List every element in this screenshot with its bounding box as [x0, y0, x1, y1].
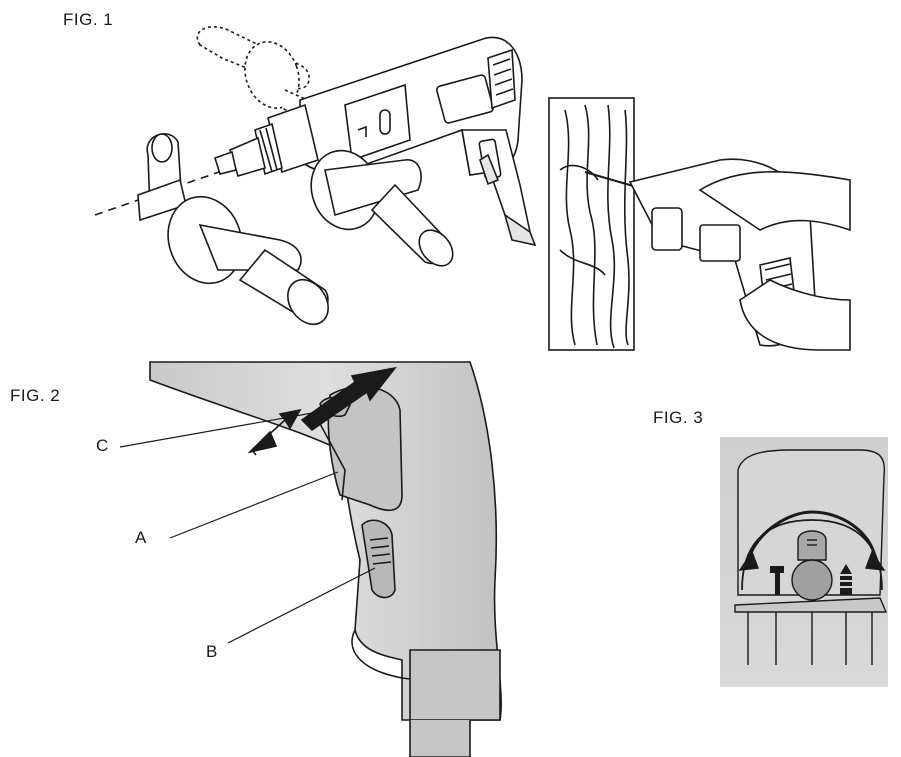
fig2-grip-closeup — [119, 361, 502, 757]
fig1-side-handle-loose — [167, 195, 329, 326]
fig1-depth-stop — [137, 133, 187, 222]
fig3-label: FIG. 3 — [653, 408, 704, 427]
fig2-label: FIG. 2 — [10, 386, 61, 405]
drill-bit-icon — [840, 564, 852, 595]
selector-scale-lines — [747, 612, 873, 665]
drill-housing — [149, 361, 502, 721]
leader-a — [169, 471, 339, 539]
fig3-mode-selector — [720, 437, 888, 687]
leader-b — [227, 567, 376, 644]
grip-base — [409, 649, 501, 721]
fig1-drill-assembly — [94, 26, 851, 351]
fig1-drill-body — [299, 36, 537, 247]
leader-c — [119, 411, 319, 448]
fig1-chuck — [214, 103, 319, 177]
fig1-side-handle-mounted — [310, 149, 454, 267]
callout-c: C — [96, 436, 109, 455]
fig1-wood-inset — [548, 97, 851, 351]
callout-b: B — [206, 642, 218, 661]
slide-direction-arrow — [247, 366, 397, 456]
double-arrow-icon — [746, 510, 878, 561]
hammer-icon — [770, 566, 784, 595]
fig1-label: FIG. 1 — [63, 10, 114, 29]
selector-knob — [791, 530, 833, 601]
callout-a: A — [135, 528, 147, 547]
